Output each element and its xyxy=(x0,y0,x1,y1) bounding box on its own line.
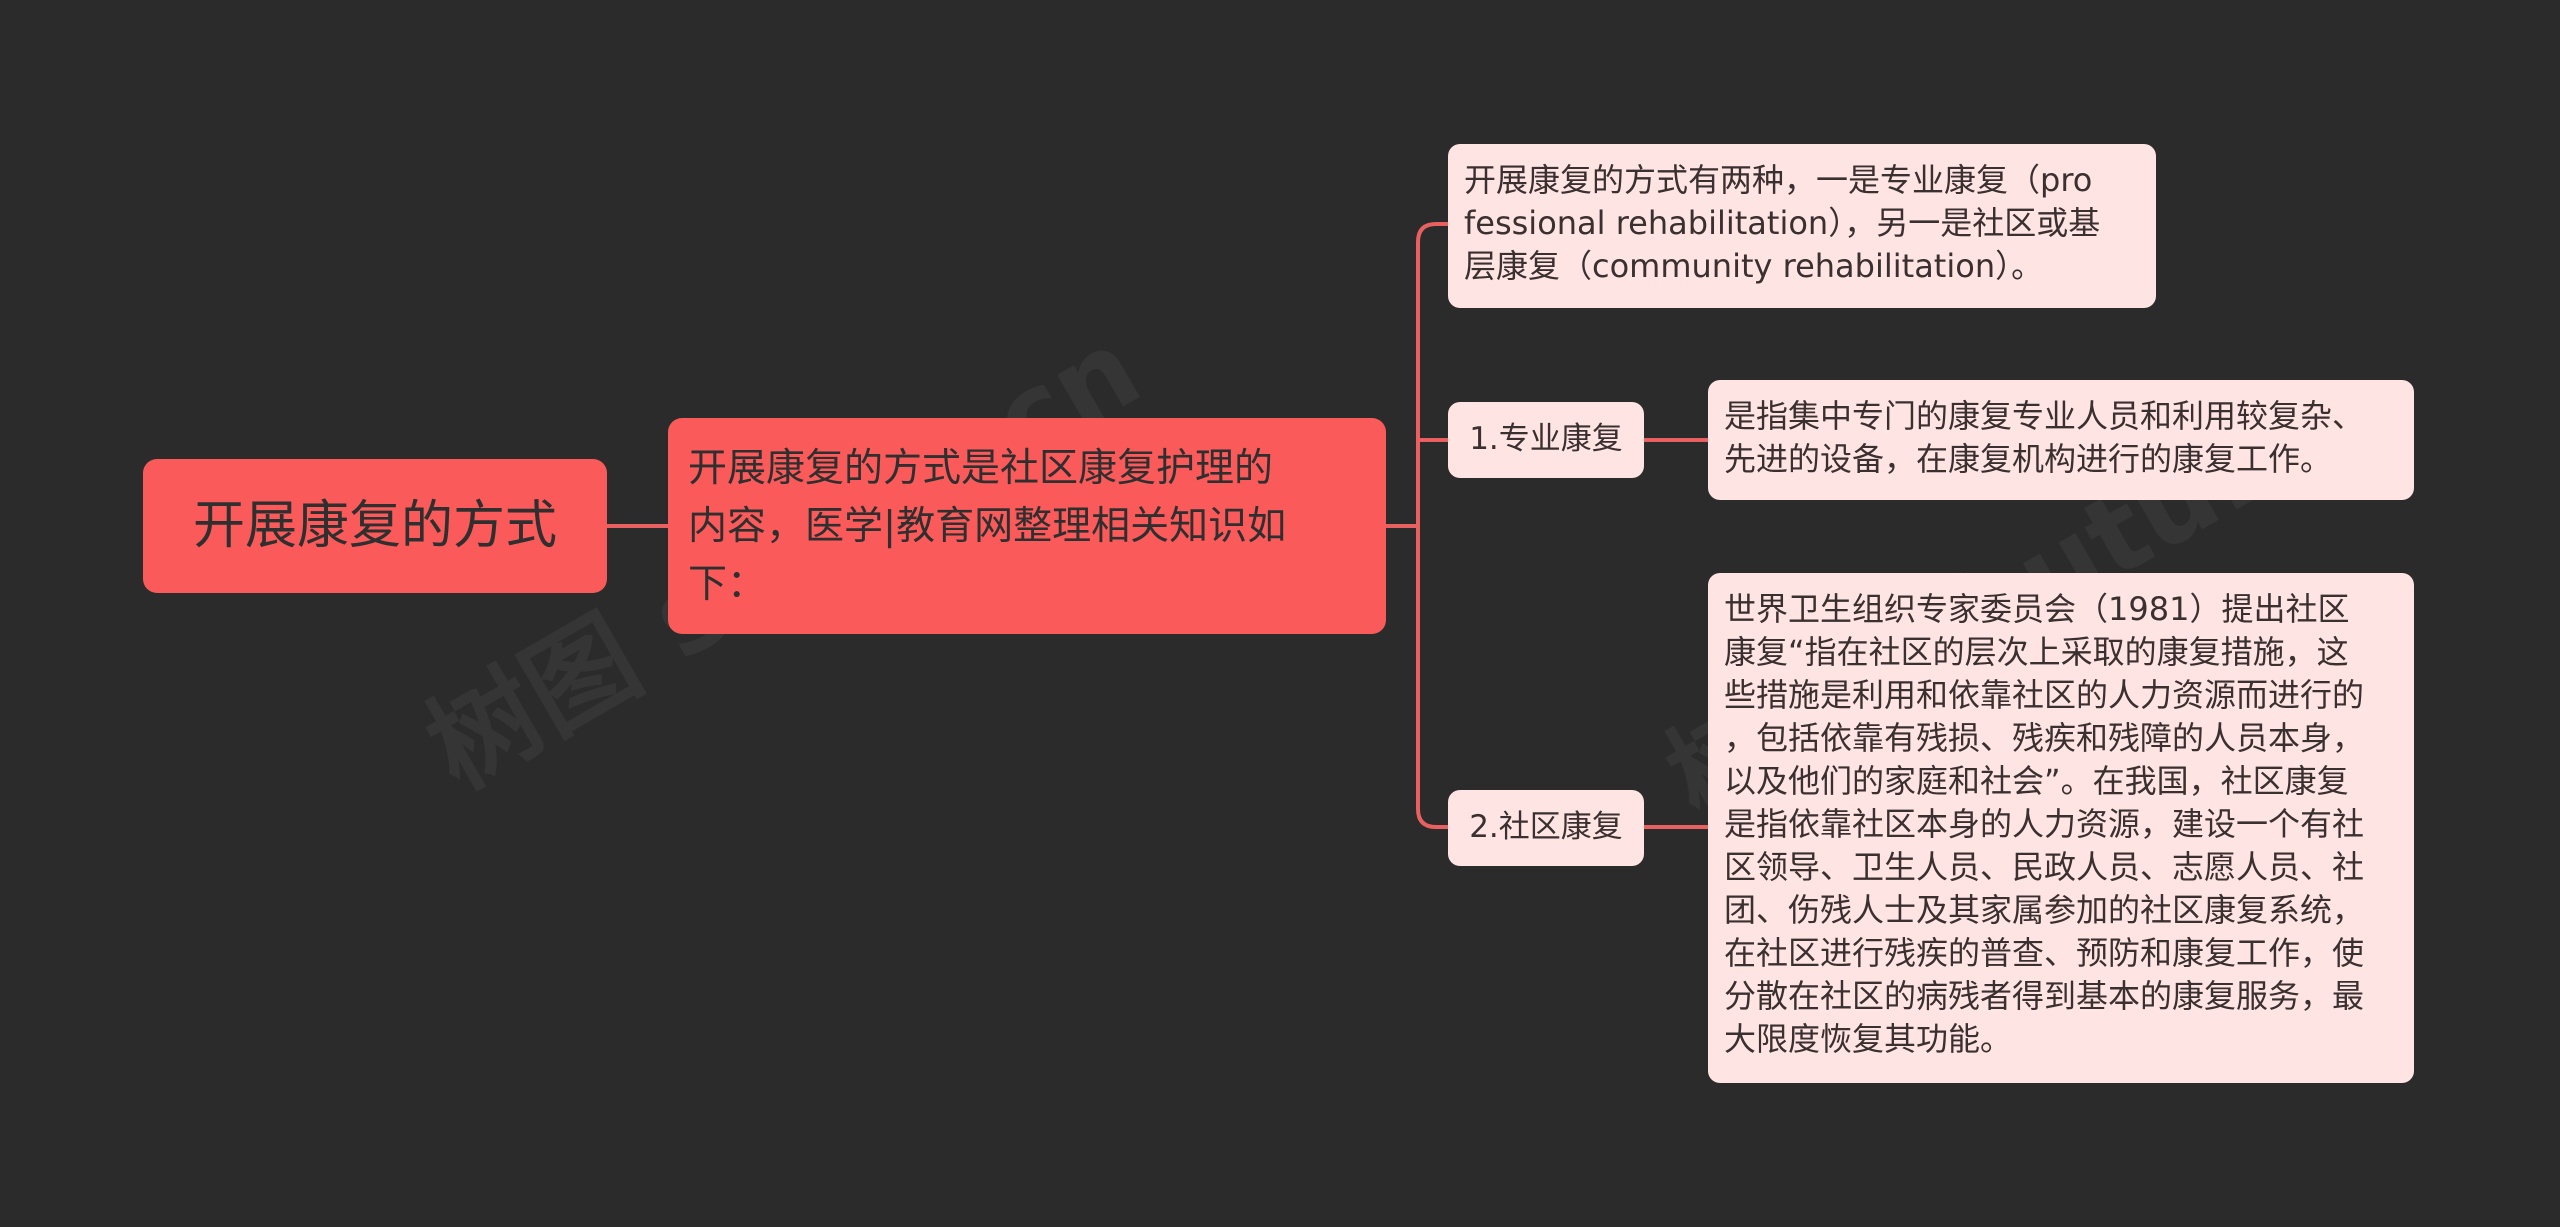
detail-professional-rehab[interactable]: 是指集中专门的康复专业人员和利用较复杂、 先进的设备，在康复机构进行的康复工作。 xyxy=(1708,380,2414,500)
branch-professional-rehab[interactable]: 1.专业康复 xyxy=(1448,402,1644,478)
connector-intro-to-branch-2 xyxy=(1416,526,1448,829)
root-node[interactable]: 开展康复的方式 xyxy=(143,459,607,593)
branch-community-rehab[interactable]: 2.社区康复 xyxy=(1448,790,1644,866)
detail-community-rehab[interactable]: 世界卫生组织专家委员会（1981）提出社区 康复“指在社区的层次上采取的康复措施… xyxy=(1708,573,2414,1083)
overview-node[interactable]: 开展康复的方式有两种，一是专业康复（pro fessional rehabili… xyxy=(1448,144,2156,308)
intro-node[interactable]: 开展康复的方式是社区康复护理的 内容，医学|教育网整理相关知识如 下： xyxy=(668,418,1386,634)
connector-intro-to-overview xyxy=(1386,222,1448,528)
